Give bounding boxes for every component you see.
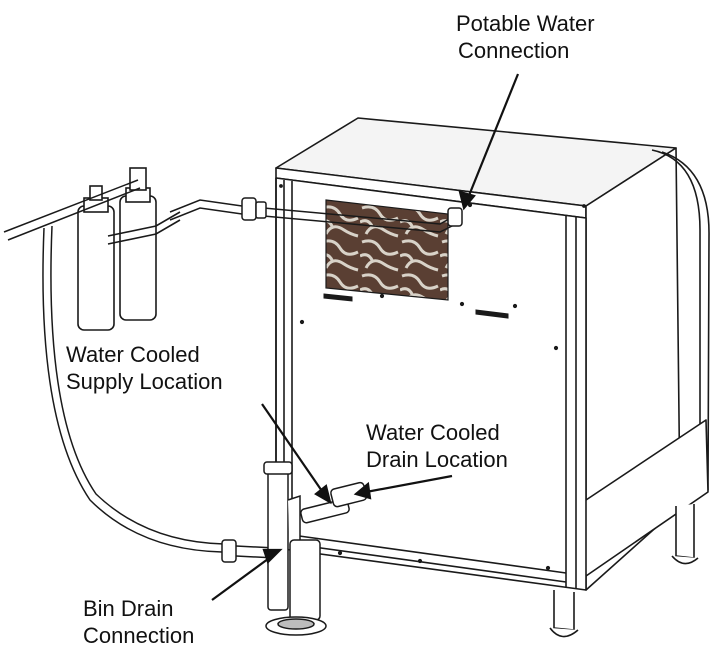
callout-wcd-line1: Water Cooled: [366, 420, 500, 445]
callout-bin-line1: Bin Drain: [83, 596, 174, 621]
callout-potable-line2: Connection: [458, 38, 570, 63]
cabinet-details: [279, 184, 586, 571]
drain-assembly: [263, 461, 368, 636]
callout-potable-water-connection: Potable Water Connection: [456, 10, 595, 64]
callout-water-cooled-drain: Water Cooled Drain Location: [366, 419, 508, 473]
cabinet: [275, 117, 710, 638]
callout-bin-line2: Connection: [83, 623, 195, 648]
arrow-icon: [211, 73, 520, 601]
callout-wcd-line2: Drain Location: [366, 447, 508, 472]
callout-wcs-line2: Supply Location: [66, 369, 223, 394]
callout-wcs-line1: Water Cooled: [66, 342, 200, 367]
callout-bin-drain-connection: Bin Drain Connection: [83, 595, 194, 649]
callout-water-cooled-supply: Water Cooled Supply Location: [66, 341, 223, 395]
callout-potable-line1: Potable Water: [456, 11, 595, 36]
supply-tubing: [3, 179, 463, 563]
